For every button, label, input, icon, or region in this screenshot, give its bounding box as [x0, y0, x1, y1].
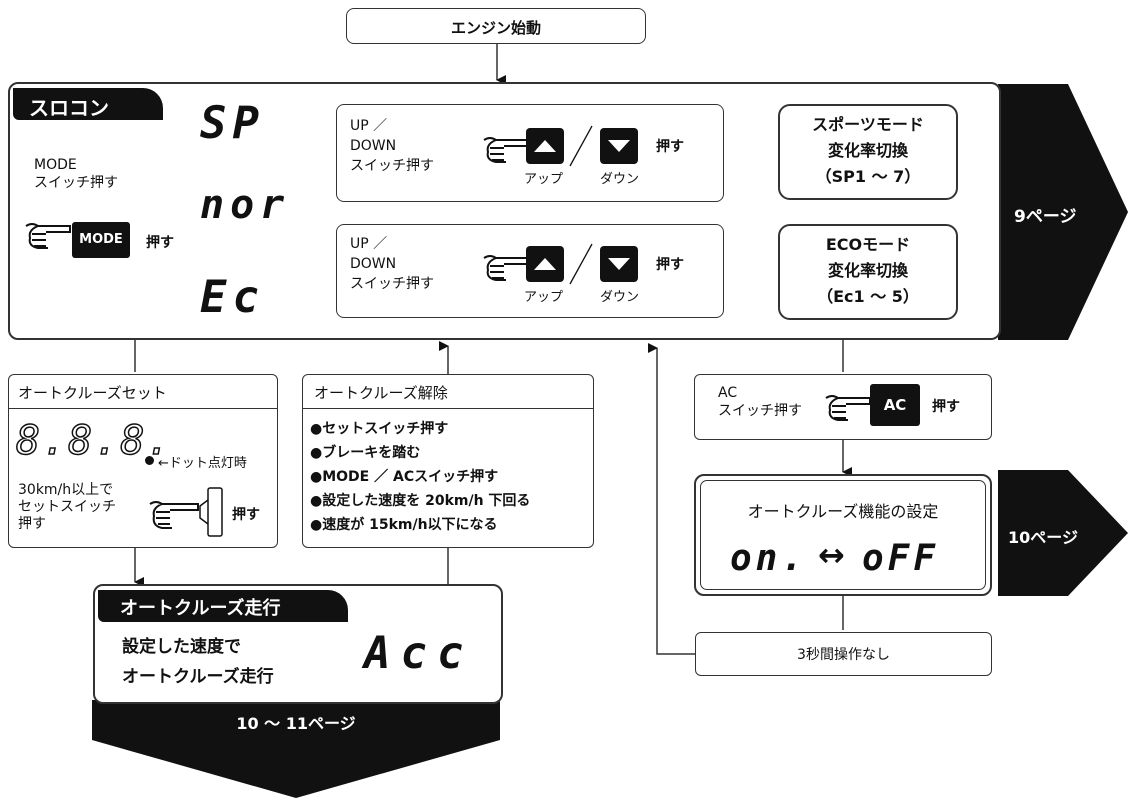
ac-instruction: AC スイッチ押す — [718, 385, 802, 419]
up-key[interactable] — [526, 246, 564, 282]
ac-push-label: 押す — [932, 399, 960, 415]
updown-row-1-text: UP ／ DOWN スイッチ押す — [350, 118, 434, 174]
cruise-set-box — [8, 374, 278, 548]
triangle-down-icon — [608, 258, 630, 270]
down-label: ダウン — [600, 172, 640, 187]
cancel-item: ●設定した速度を 20km/h 下回る — [310, 493, 531, 509]
page9-label: 9ページ — [1014, 207, 1077, 227]
cruise-set-instruction: 30km/h以上で セットスイッチ 押す — [18, 482, 116, 532]
page10-label: 10ページ — [1008, 528, 1078, 547]
cruise-cancel-title: オートクルーズ解除 — [314, 384, 448, 402]
slash-divider — [569, 125, 593, 167]
panel-tab: スロコン — [13, 88, 163, 120]
cancel-item: ●セットスイッチ押す — [310, 421, 449, 437]
ac-key[interactable]: AC — [870, 384, 920, 426]
page10-11-chevron — [92, 700, 500, 798]
dot-note: ←ドット点灯時 — [158, 456, 247, 471]
up-key[interactable] — [526, 128, 564, 164]
mode-instruction: MODE スイッチ押す — [34, 157, 118, 191]
triangle-down-icon — [608, 140, 630, 152]
mode-push-label: 押す — [146, 235, 174, 251]
pointing-hand-icon — [25, 223, 71, 249]
cancel-item: ●速度が 15km/h以下になる — [310, 517, 498, 533]
up-label: アップ — [524, 290, 564, 305]
slash-divider — [569, 243, 593, 285]
segment-ec: Ec — [200, 272, 265, 323]
mode-key[interactable]: MODE — [72, 222, 130, 258]
segment-nor: nor — [200, 182, 291, 228]
cancel-item: ●ブレーキを踏む — [310, 445, 421, 461]
pointing-hand-icon — [483, 137, 529, 163]
triangle-up-icon — [534, 258, 556, 270]
result-sport-text: スポーツモード 変化率切換 （SP1 ～ 7） — [812, 115, 924, 186]
triangle-up-icon — [534, 140, 556, 152]
pointing-hand-icon — [149, 501, 199, 529]
down-label: ダウン — [600, 290, 640, 305]
cruise-set-title: オートクルーズセット — [18, 384, 167, 402]
cruise-run-tab: オートクルーズ走行 — [98, 590, 348, 622]
updown-row-2-text: UP ／ DOWN スイッチ押す — [350, 236, 434, 292]
dot-indicator — [145, 456, 154, 465]
segment-on: on. — [730, 538, 808, 579]
updown-push-label: 押す — [656, 257, 684, 273]
cruise-setting-inner — [700, 480, 986, 590]
toggle-arrow-icon: ↔ — [818, 536, 845, 574]
cruise-set-push: 押す — [232, 507, 260, 523]
down-key[interactable] — [600, 128, 638, 164]
start-box: エンジン始動 — [346, 8, 646, 44]
timeout-label: 3秒間操作なし — [797, 647, 890, 663]
cancel-item: ●MODE ／ ACスイッチ押す — [310, 469, 499, 485]
result-eco-box — [778, 224, 958, 320]
page9-chevron — [998, 84, 1128, 340]
cruise-setting-title: オートクルーズ機能の設定 — [747, 502, 939, 521]
cruise-run-segment: Acc — [364, 628, 474, 679]
cruise-cancel-box — [302, 374, 594, 548]
pointing-hand-icon — [483, 255, 529, 281]
segment-off: oFF — [862, 538, 940, 579]
cruise-cancel-divider — [302, 408, 594, 409]
start-label: エンジン始動 — [450, 19, 541, 37]
result-eco-text: ECOモード 変化率切換 （Ec1 ～ 5） — [817, 235, 919, 306]
up-label: アップ — [524, 172, 564, 187]
cruise-run-text: 設定した速度で オートクルーズ走行 — [122, 637, 274, 687]
set-switch-icon[interactable] — [198, 486, 224, 538]
pointing-hand-icon — [825, 395, 871, 421]
segment-sp: SP — [200, 98, 265, 149]
down-key[interactable] — [600, 246, 638, 282]
updown-push-label: 押す — [656, 139, 684, 155]
result-sport-box — [778, 104, 958, 200]
page10-11-label: 10 ～ 11ページ — [236, 714, 356, 733]
cruise-set-divider — [8, 408, 278, 409]
page10-chevron — [998, 470, 1128, 596]
timeout-box — [695, 632, 992, 676]
